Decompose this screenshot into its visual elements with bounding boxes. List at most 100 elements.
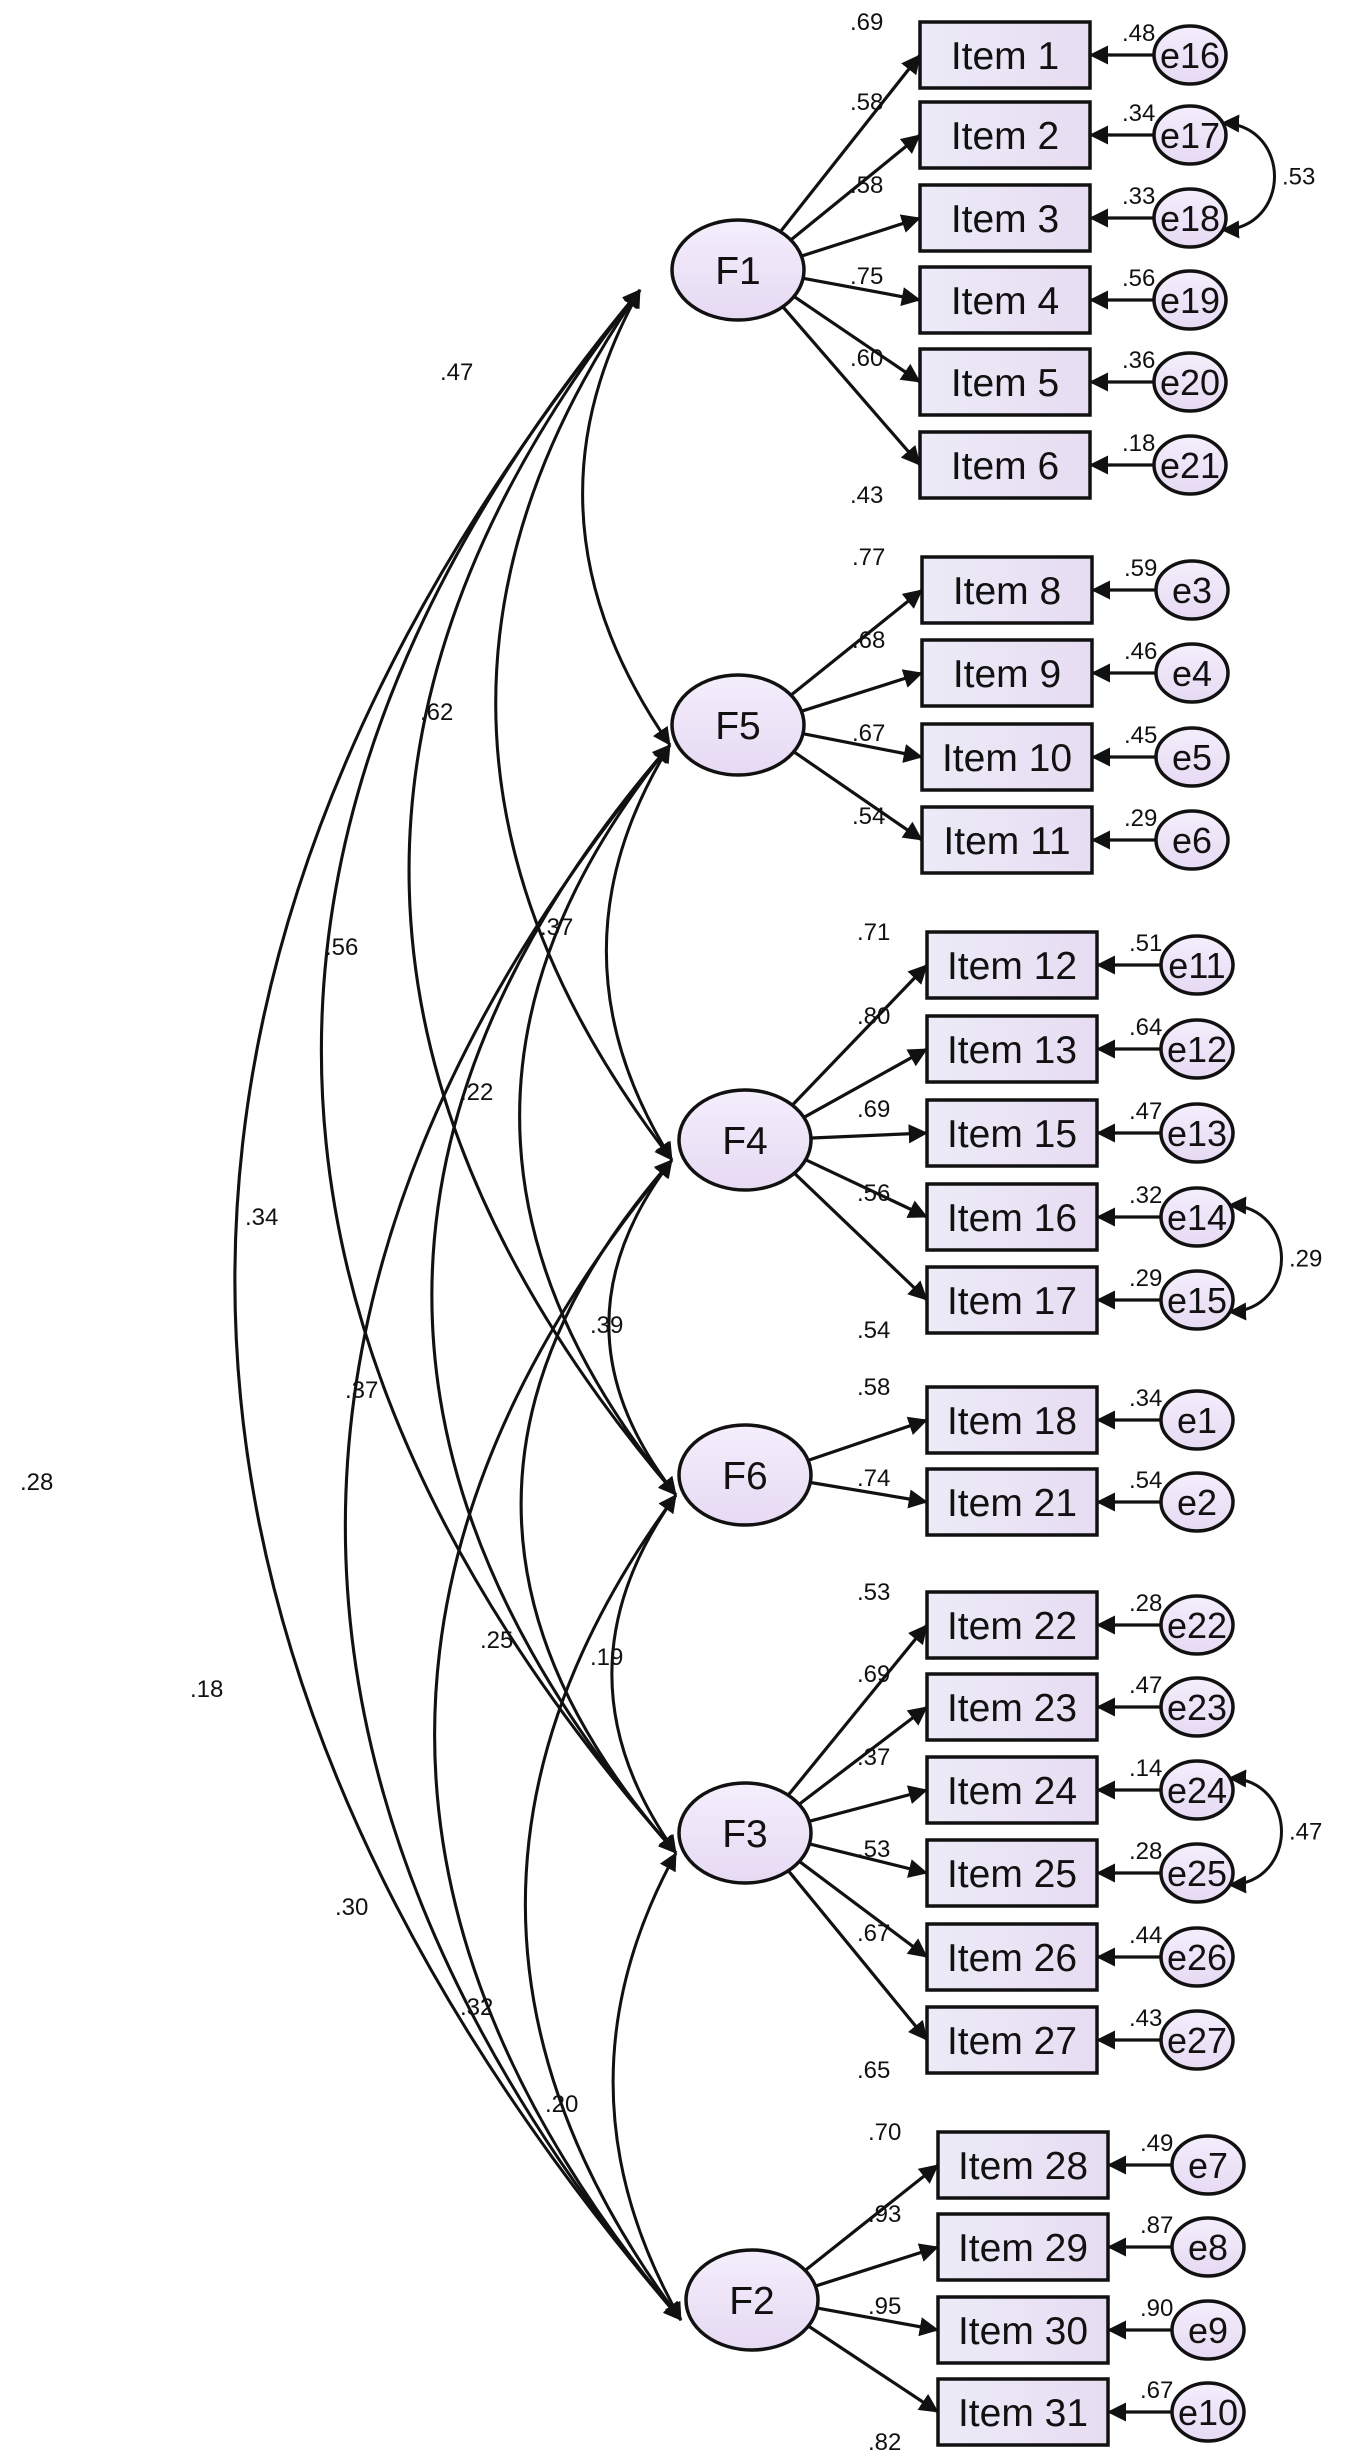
r2-label-item-25: .28 xyxy=(1129,1838,1162,1865)
r2-label-item-15: .47 xyxy=(1129,1098,1162,1125)
item-label-item-16: Item 16 xyxy=(947,1197,1077,1240)
loading-path-item-6 xyxy=(780,304,922,467)
error-label-e17: e17 xyxy=(1160,115,1220,156)
item-box-item-16 xyxy=(925,1182,1099,1252)
error-label-e26: e26 xyxy=(1167,1937,1227,1978)
item-label-item-15: Item 15 xyxy=(947,1113,1077,1156)
item-box-item-10 xyxy=(920,722,1094,792)
loading-path-item-25 xyxy=(807,1841,928,1878)
r2-label-item-28: .49 xyxy=(1140,2130,1173,2157)
item-box-item-3 xyxy=(918,183,1092,253)
error-label-e25: e25 xyxy=(1167,1853,1227,1894)
correlation-arc-f4-f2 xyxy=(433,1159,683,2321)
error-label-e11: e11 xyxy=(1168,945,1225,986)
factor-loadings xyxy=(778,54,939,2414)
loading-path-item-28 xyxy=(802,2163,939,2273)
loading-path-item-15 xyxy=(808,1124,928,1144)
r2-label-item-1: .48 xyxy=(1122,20,1155,47)
error-label-e10: e10 xyxy=(1178,2392,1238,2433)
error-node-e16 xyxy=(1152,24,1228,86)
correlation-label-f1-f3: .34 xyxy=(245,1204,278,1231)
correlation-label-f1-f4: .62 xyxy=(420,699,453,726)
factor-node-f2 xyxy=(684,2248,820,2352)
error-node-e11 xyxy=(1159,934,1235,996)
error-node-e21 xyxy=(1152,434,1228,496)
item-label-item-30: Item 30 xyxy=(958,2310,1088,2353)
loading-label-item-10: .67 xyxy=(852,720,885,747)
factor-label-f2: F2 xyxy=(729,2280,775,2323)
loading-path-item-18 xyxy=(805,1416,928,1463)
loading-label-item-2: .58 xyxy=(850,89,883,116)
correlation-label-f5-f4: .37 xyxy=(540,914,573,941)
item-label-item-6: Item 6 xyxy=(951,445,1059,488)
correlation-label-f5-f2: .18 xyxy=(190,1676,223,1703)
loading-path-item-24 xyxy=(806,1785,928,1824)
item-label-item-1: Item 1 xyxy=(951,35,1059,78)
item-label-item-23: Item 23 xyxy=(947,1687,1077,1730)
loading-path-item-2 xyxy=(788,133,922,243)
correlation-label-f3-f2: .20 xyxy=(545,2091,578,2118)
item-box-item-11 xyxy=(920,805,1094,875)
item-box-item-26 xyxy=(925,1922,1099,1992)
r2-label-item-30: .90 xyxy=(1140,2295,1173,2322)
correlation-arc-f1-f6 xyxy=(407,289,678,1496)
error-covariance-e17-e18 xyxy=(1221,114,1276,239)
item-box-item-1 xyxy=(918,20,1092,90)
error-covariance-label-e14-e15: .29 xyxy=(1289,1246,1322,1273)
correlation-arc-f1-f4 xyxy=(494,289,674,1161)
error-node-e6 xyxy=(1154,809,1230,871)
item-box-item-25 xyxy=(925,1838,1099,1908)
item-label-item-17: Item 17 xyxy=(947,1280,1077,1323)
loading-path-item-3 xyxy=(799,214,921,259)
correlation-arc-f1-f2 xyxy=(233,289,683,2321)
coefficient-labels: .47.62.56.34.28.37.22.37.18.39.25.30.19.… xyxy=(20,9,1322,2456)
error-node-e7 xyxy=(1170,2134,1246,2196)
loading-path-item-13 xyxy=(801,1047,928,1120)
error-label-e4: e4 xyxy=(1172,653,1212,694)
loading-path-item-5 xyxy=(791,294,921,384)
factor-correlations xyxy=(233,289,683,2321)
loading-path-item-22 xyxy=(785,1623,929,1798)
item-box-item-30 xyxy=(936,2295,1110,2365)
error-covariance-e14-e15 xyxy=(1228,1196,1283,1321)
item-box-item-12 xyxy=(925,930,1099,1000)
r2-label-item-3: .33 xyxy=(1122,183,1155,210)
item-box-item-27 xyxy=(925,2005,1099,2075)
error-label-e9: e9 xyxy=(1188,2310,1228,2351)
loading-path-item-4 xyxy=(800,276,921,307)
loading-label-item-27: .65 xyxy=(857,2057,890,2084)
item-label-item-25: Item 25 xyxy=(947,1853,1077,1896)
error-label-e22: e22 xyxy=(1167,1605,1227,1646)
factor-node-f3 xyxy=(677,1781,813,1885)
error-label-e3: e3 xyxy=(1172,570,1212,611)
r2-label-item-24: .14 xyxy=(1129,1755,1162,1782)
error-node-e27 xyxy=(1159,2009,1235,2071)
factor-label-f6: F6 xyxy=(722,1455,768,1498)
factor-node-f6 xyxy=(677,1423,813,1527)
error-label-e23: e23 xyxy=(1167,1687,1227,1728)
item-label-item-29: Item 29 xyxy=(958,2227,1088,2270)
loading-label-item-23: .69 xyxy=(857,1661,890,1688)
error-label-e15: e15 xyxy=(1167,1280,1227,1321)
correlation-arc-f3-f2 xyxy=(611,1852,683,2321)
loading-path-item-27 xyxy=(786,1868,929,2042)
loading-path-item-12 xyxy=(789,963,929,1108)
error-node-e9 xyxy=(1170,2299,1246,2361)
error-terms: e16e17e18e19e20e21e3e4e5e6e11e12e13e14e1… xyxy=(1089,24,1246,2443)
item-box-item-15 xyxy=(925,1098,1099,1168)
loading-label-item-4: .75 xyxy=(850,263,883,290)
error-covariance-e24-e25 xyxy=(1228,1769,1283,1894)
error-label-e19: e19 xyxy=(1160,280,1220,321)
error-covariances xyxy=(1221,114,1283,1894)
loading-label-item-12: .71 xyxy=(857,919,890,946)
error-covariance-label-e24-e25: .47 xyxy=(1289,1819,1322,1846)
r2-label-item-23: .47 xyxy=(1129,1672,1162,1699)
item-box-item-31 xyxy=(936,2377,1110,2447)
r2-label-item-21: .54 xyxy=(1129,1467,1162,1494)
correlation-arc-f5-f4 xyxy=(604,744,674,1161)
correlation-arc-f5-f2 xyxy=(343,744,683,2321)
error-covariance-label-e17-e18: .53 xyxy=(1282,164,1315,191)
